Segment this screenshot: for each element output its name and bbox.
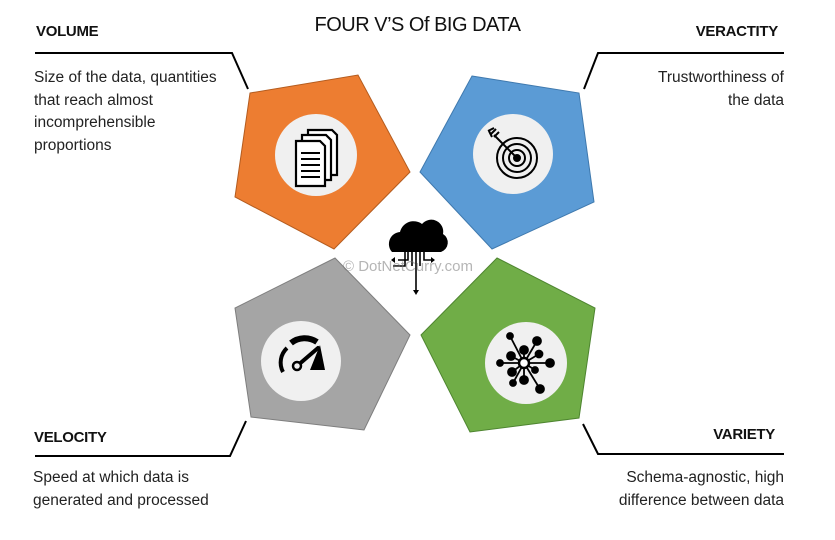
documents-icon xyxy=(294,128,339,188)
velocity-heading: VELOCITY xyxy=(34,429,107,446)
veracity-description: Trustworthiness of the data xyxy=(658,67,784,112)
description-line: generated and processed xyxy=(33,491,209,509)
cloud-data-icon xyxy=(388,219,448,295)
volume-heading: VOLUME xyxy=(36,23,99,40)
velocity-connector-line xyxy=(35,420,247,457)
volume-description: Size of the data, quantities that reach … xyxy=(34,67,217,157)
diagram-title: FOUR V’S Of BIG DATA xyxy=(314,14,521,36)
description-line: Trustworthiness of xyxy=(657,69,784,86)
description-line: Size of the data, quantities xyxy=(34,69,217,86)
variety-heading: VARIETY xyxy=(713,426,775,443)
volume-connector-line xyxy=(35,52,249,90)
network-icon xyxy=(496,332,555,394)
description-line: proportions xyxy=(34,136,112,154)
description-line: difference between data xyxy=(618,491,784,509)
description-line: that reach almost xyxy=(34,91,153,109)
variety-connector-line xyxy=(582,423,784,455)
description-line: incomprehensible xyxy=(34,114,156,131)
target-icon xyxy=(487,127,538,179)
watermark: © DotNetCurry.com xyxy=(343,258,473,275)
description-line: Speed at which data is xyxy=(33,469,189,486)
speedometer-icon xyxy=(278,335,325,373)
description-line: Schema-agnostic, high xyxy=(626,469,784,486)
veracity-connector-line xyxy=(583,52,784,90)
description-line: the data xyxy=(727,91,784,109)
veracity-heading: VERACTITY xyxy=(695,23,779,40)
variety-description: Schema-agnostic, high difference between… xyxy=(619,467,784,512)
velocity-description: Speed at which data is generated and pro… xyxy=(33,467,209,512)
